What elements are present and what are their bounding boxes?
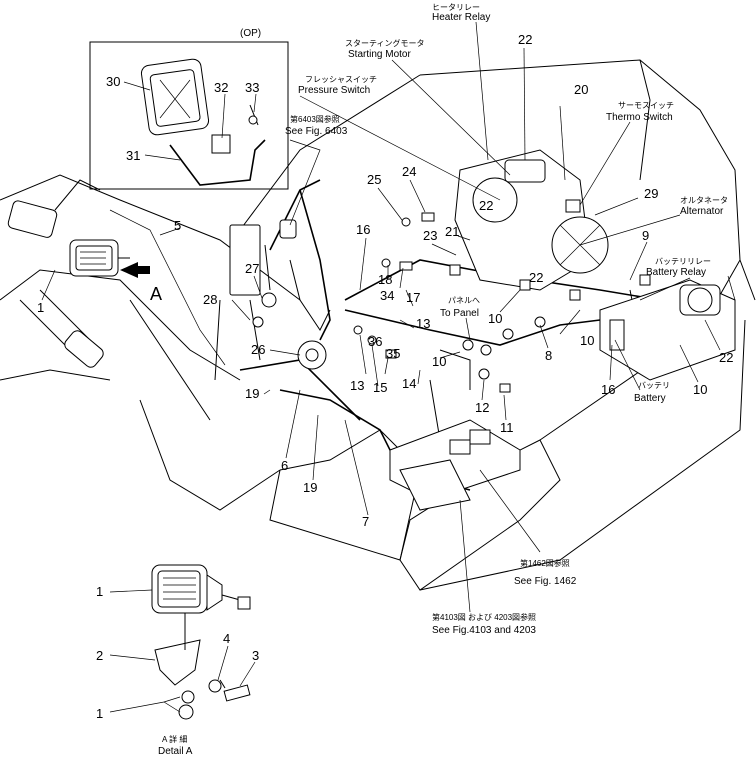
svg-text:See Fig. 1462: See Fig. 1462 [514, 576, 577, 587]
part-number: 10 [580, 333, 594, 348]
part-number: 23 [423, 228, 437, 243]
detail-a-caption: A 詳 細 Detail A [158, 734, 193, 757]
part-number: 3 [252, 648, 259, 663]
part-number: 34 [380, 288, 394, 303]
part-number: 36 [368, 334, 382, 349]
part-number: 25 [367, 172, 381, 187]
svg-text:サーモスイッチ: サーモスイッチ [618, 101, 674, 110]
svg-text:Pressure Switch: Pressure Switch [298, 85, 370, 96]
part-number: 27 [245, 261, 259, 276]
callout-starting-motor: スターティングモータ Starting Motor [345, 38, 425, 60]
callout-battery-relay: バッテリリレー Battery Relay [646, 257, 711, 278]
part-number: 13 [350, 378, 364, 393]
part-number: 6 [281, 458, 288, 473]
part-number: 7 [362, 514, 369, 529]
components [229, 149, 736, 511]
option-label: (OP) [240, 28, 261, 39]
machine-frame [0, 59, 756, 591]
part-number: 31 [126, 148, 140, 163]
part-number: 16 [356, 222, 370, 237]
svg-text:To Panel: To Panel [440, 308, 479, 319]
part-number: 30 [106, 74, 120, 89]
part-number: 16 [601, 382, 615, 397]
part-number: 11 [500, 420, 514, 435]
part-number: 33 [245, 80, 259, 95]
callout-alternator: オルタネータ Alternator [680, 196, 728, 217]
callout-labels: ヒータリレー Heater Relay スターティングモータ Starting … [158, 3, 728, 757]
part-number: 12 [475, 400, 489, 415]
part-number: 21 [445, 224, 459, 239]
part-number: 1 [96, 584, 103, 599]
part-number: 18 [378, 272, 392, 287]
part-number: 26 [251, 342, 265, 357]
part-number: 17 [406, 290, 420, 305]
part-number: 9 [642, 228, 649, 243]
part-number: 22 [479, 198, 493, 213]
callout-see-fig-1462: 第1462図参照 See Fig. 1462 [514, 558, 577, 587]
part-number: 10 [693, 382, 707, 397]
svg-text:Alternator: Alternator [680, 206, 724, 217]
part-number: 32 [214, 80, 228, 95]
svg-text:第1462図参照: 第1462図参照 [520, 558, 570, 568]
part-number: 4 [223, 631, 230, 646]
view-arrow-a: A [120, 262, 162, 304]
callout-pressure-switch: フレッシャスイッチ Pressure Switch [298, 75, 377, 96]
part-number: 19 [303, 480, 317, 495]
svg-text:Thermo Switch: Thermo Switch [606, 112, 673, 123]
part-number: 22 [518, 32, 532, 47]
part-number: 1 [96, 706, 103, 721]
detail-a [151, 564, 251, 720]
part-number: 22 [719, 350, 733, 365]
part-number: 10 [488, 311, 502, 326]
svg-text:オルタネータ: オルタネータ [680, 196, 728, 205]
part-number: 5 [174, 218, 181, 233]
svg-text:Battery: Battery [634, 393, 666, 404]
svg-text:バッテリリレー: バッテリリレー [655, 257, 711, 266]
svg-text:フレッシャスイッチ: フレッシャスイッチ [305, 75, 377, 84]
part-number: 8 [545, 348, 552, 363]
leader-lines [41, 21, 736, 713]
svg-text:A 詳 細: A 詳 細 [162, 734, 187, 744]
svg-text:第6403図参照: 第6403図参照 [290, 114, 340, 124]
svg-text:Detail A: Detail A [158, 746, 193, 757]
svg-text:See Fig. 6403: See Fig. 6403 [285, 126, 348, 137]
part-number: 2 [96, 648, 103, 663]
callout-see-fig-6403: 第6403図参照 See Fig. 6403 [285, 114, 348, 137]
part-number: 35 [386, 346, 400, 361]
part-number: 15 [373, 380, 387, 395]
svg-text:スターティングモータ: スターティングモータ [345, 38, 425, 48]
callout-thermo-switch: サーモスイッチ Thermo Switch [606, 101, 674, 123]
callout-heater-relay: ヒータリレー Heater Relay [432, 3, 490, 23]
svg-text:ヒータリレー: ヒータリレー [432, 3, 480, 12]
svg-text:バッテリ: バッテリ [638, 381, 670, 390]
callout-see-fig-4103-4203: 第4103図 および 4203図参照 See Fig.4103 and 4203 [432, 612, 536, 636]
svg-text:第4103図 および 4203図参照: 第4103図 および 4203図参照 [432, 612, 536, 622]
part-number: 19 [245, 386, 259, 401]
view-arrow-label: A [150, 284, 162, 304]
part-number: 29 [644, 186, 658, 201]
svg-text:See Fig.4103 and 4203: See Fig.4103 and 4203 [432, 625, 536, 636]
svg-text:Heater Relay: Heater Relay [432, 12, 490, 23]
option-box: (OP) [89, 28, 289, 190]
part-number: 14 [402, 376, 416, 391]
part-number: 28 [203, 292, 217, 307]
svg-text:Battery Relay: Battery Relay [646, 267, 706, 278]
part-number: 24 [402, 164, 416, 179]
part-number: 10 [432, 354, 446, 369]
callout-to-panel: パネルへ To Panel [440, 296, 480, 319]
part-number: 13 [416, 316, 430, 331]
part-number: 1 [37, 300, 44, 315]
part-number: 20 [574, 82, 588, 97]
work-lamp [69, 239, 130, 277]
svg-text:パネルへ: パネルへ [448, 296, 480, 305]
part-numbers: 30 32 33 31 5 1 27 28 26 19 6 19 7 25 24… [37, 32, 733, 721]
svg-text:Starting Motor: Starting Motor [348, 49, 411, 60]
part-number: 22 [529, 270, 543, 285]
callout-battery: バッテリ Battery [634, 381, 670, 404]
